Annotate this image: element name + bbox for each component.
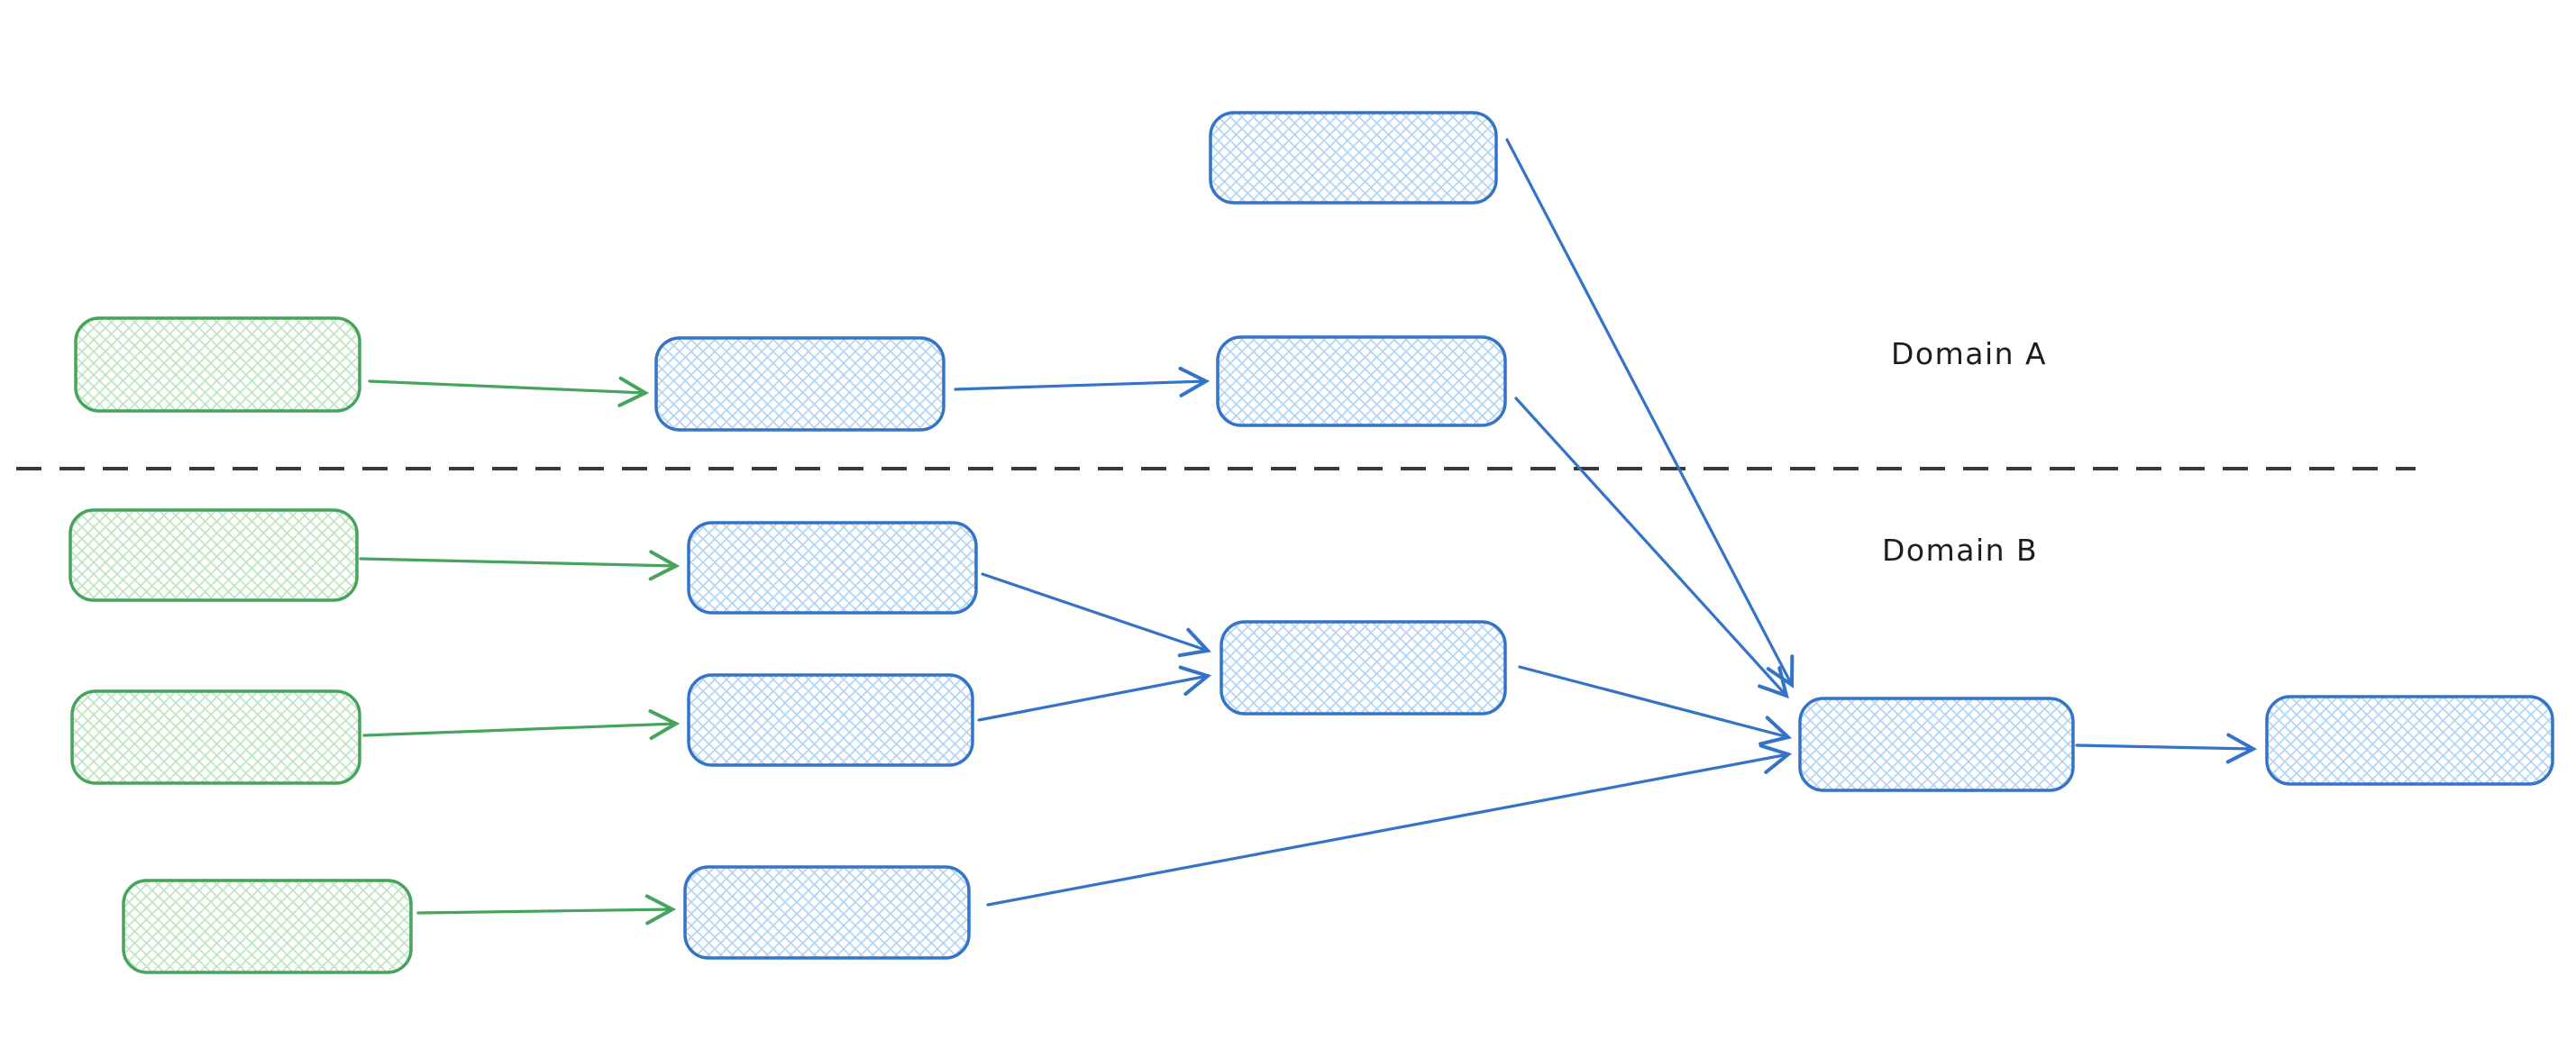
node-stage-b-merge [1219,620,1507,716]
node-source-b2 [70,689,361,785]
edge-stage-b1-to-b-merge [981,572,1212,658]
domain-b-label: Domain B [1882,533,2038,568]
edge-source-b3-to-stage-b3 [416,894,677,926]
node-source-b1 [69,508,359,602]
edge-b-merge-to-merge [1518,665,1793,746]
node-source-a1 [74,316,361,413]
nodes-layer [69,111,2554,974]
node-stage-b3 [683,865,971,960]
edge-stage-a-top-to-merge [1505,138,1795,689]
labels-layer: Domain A Domain B [1882,336,2047,568]
node-output-node [2265,695,2554,786]
node-merge-node [1798,697,2075,792]
edge-merge-to-output [2075,733,2258,764]
domain-a-label: Domain A [1891,336,2047,371]
edge-stage-b3-to-merge [986,743,1793,907]
node-source-b3 [122,879,413,974]
edge-stage-a1-to-stage-a2 [954,366,1210,397]
node-stage-a-top [1209,111,1498,205]
edge-stage-a2-to-merge [1514,397,1789,699]
edge-source-b1-to-stage-b1 [359,550,681,581]
node-stage-a2 [1216,335,1507,427]
node-stage-a1 [654,336,945,432]
edges-layer [359,138,2258,926]
node-stage-b1 [687,521,978,615]
edge-source-a1-to-stage-a1 [368,376,650,407]
node-stage-b2 [687,673,974,767]
edge-source-b2-to-stage-b2 [362,709,681,741]
edge-stage-b2-to-b-merge [977,665,1212,722]
